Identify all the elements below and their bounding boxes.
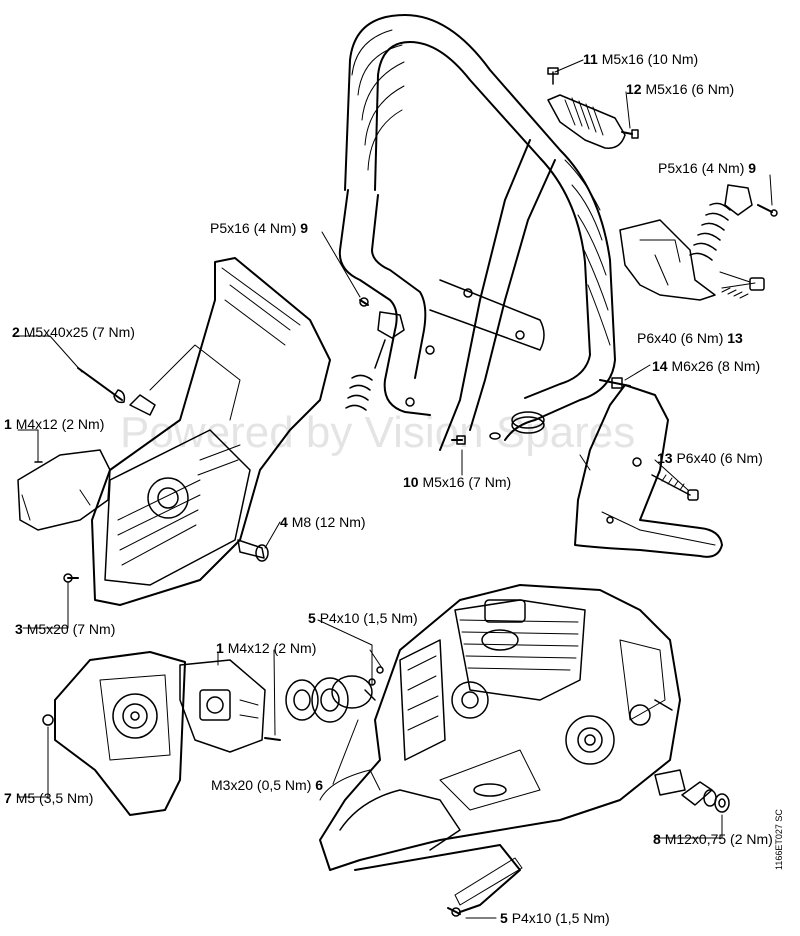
callout-14: 14 M6x26 (8 Nm) (652, 358, 761, 374)
starter-cover (42, 651, 186, 816)
callout-3: 3 M5x20 (7 Nm) (15, 621, 116, 637)
leader-lines (17, 59, 773, 919)
callout-5-lower: 5 P4x10 (1,5 Nm) (500, 910, 610, 926)
carburetor (179, 659, 281, 753)
callout-4: 4 M8 (12 Nm) (280, 514, 366, 530)
fasteners (447, 435, 466, 917)
front-handle-bar (338, 14, 616, 451)
oil-pump-parts (654, 769, 730, 813)
callout-9-left: P5x16 (4 Nm) 9 (210, 220, 309, 236)
fan-housing (17, 257, 331, 606)
callout-6: M3x20 (0,5 Nm) 6 (211, 777, 324, 793)
callout-1-upper: 1 M4x12 (2 Nm) (4, 416, 105, 432)
callout-10: 10 M5x16 (7 Nm) (403, 474, 512, 490)
callout-13-upper: P6x40 (6 Nm) 13 (637, 330, 743, 346)
callout-9-right: P5x16 (4 Nm) 9 (658, 160, 757, 176)
callout-5-upper: 5 P4x10 (1,5 Nm) (308, 610, 418, 626)
callout-7: 7 M5 (3,5 Nm) (4, 790, 94, 806)
watermark: Powered by Vision Spares (120, 408, 636, 457)
callout-2: 2 M5x40x25 (7 Nm) (12, 324, 135, 340)
callout-11: 11 M5x16 (10 Nm) (583, 51, 699, 67)
drawing-code: 1166ET027 SC (774, 809, 784, 870)
anti-vibration-spring-left (345, 297, 405, 411)
av-buffer (237, 539, 269, 562)
anti-vibration-spring-right (619, 184, 778, 301)
callout-13-lower: 13 P6x40 (6 Nm) (657, 450, 763, 466)
intake-flange (285, 666, 384, 723)
callout-12: 12 M5x16 (6 Nm) (626, 81, 735, 97)
callout-1-lower: 1 M4x12 (2 Nm) (216, 640, 317, 656)
hand-guard (574, 377, 723, 558)
engine-crankcase (319, 584, 681, 913)
handle-mount-upper (547, 67, 639, 149)
callout-8: 8 M12x0,75 (2 Nm) (653, 831, 773, 847)
